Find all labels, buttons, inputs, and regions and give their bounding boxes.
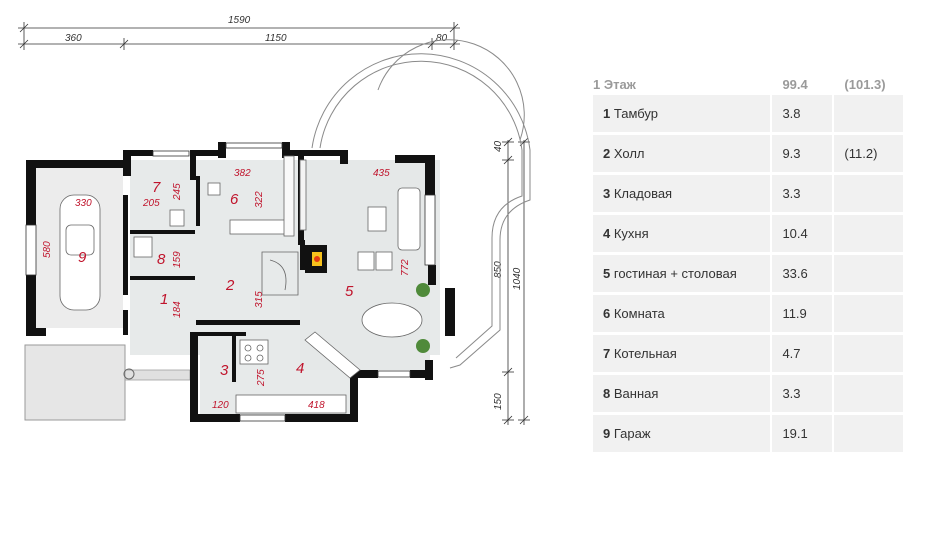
room-name: гостиная + столовая <box>613 266 737 281</box>
room-number: 6 <box>603 306 611 321</box>
dim-bath-height: 159 <box>172 251 183 268</box>
room-name: Котельная <box>613 346 677 361</box>
room-name: Тамбур <box>613 106 658 121</box>
terrace-outline <box>311 39 531 369</box>
floor-label: 1 Этаж <box>593 73 771 95</box>
dim-boiler-width: 205 <box>142 198 160 209</box>
table-row: 9 Гараж 19.1 <box>593 415 903 455</box>
room-area: 19.1 <box>770 415 833 455</box>
porch-lamp-icon <box>123 368 135 380</box>
room-number: 7 <box>603 346 611 361</box>
dim-right-1: 40 <box>493 140 504 152</box>
room-area: 4.7 <box>770 335 833 375</box>
dim-garage-height: 580 <box>42 241 53 258</box>
table-row: 1 Тамбур 3.8 <box>593 95 903 135</box>
room-area: 33.6 <box>770 255 833 295</box>
dim-right-4: 150 <box>493 393 504 410</box>
dim-living-width: 435 <box>373 168 390 179</box>
dim-room6-height: 322 <box>254 191 265 208</box>
windows <box>25 142 436 422</box>
table-row: 6 Комната 11.9 <box>593 295 903 335</box>
room-6-number: 6 <box>230 191 239 208</box>
dim-segment-1: 360 <box>65 33 82 44</box>
dim-right-2: 850 <box>493 261 504 278</box>
room-area: 11.9 <box>770 295 833 335</box>
room-number: 2 <box>603 146 611 161</box>
table-row: 3 Кладовая 3.3 <box>593 175 903 215</box>
room-1-number: 1 <box>160 291 168 308</box>
dim-living-height: 772 <box>400 259 411 276</box>
room-extra <box>832 415 903 455</box>
floor-total-extra: (101.3) <box>832 73 903 95</box>
room-9-number: 9 <box>78 249 87 266</box>
dim-vestibule-height: 184 <box>172 301 183 318</box>
table-row: 4 Кухня 10.4 <box>593 215 903 255</box>
table-row: 7 Котельная 4.7 <box>593 335 903 375</box>
room-4-number: 4 <box>296 360 304 377</box>
top-dimension-lines <box>18 22 460 50</box>
room-8-number: 8 <box>157 251 166 268</box>
room-area: 3.8 <box>770 95 833 135</box>
dim-hall-height: 315 <box>254 291 265 308</box>
dim-segment-3: 80 <box>436 33 448 44</box>
room-7-number: 7 <box>152 179 161 196</box>
room-number: 3 <box>603 186 611 201</box>
room-5-number: 5 <box>345 283 354 300</box>
room-number: 1 <box>603 106 611 121</box>
room-extra <box>832 375 903 415</box>
furniture <box>59 155 423 414</box>
table-row: 8 Ванная 3.3 <box>593 375 903 415</box>
room-number: 5 <box>603 266 611 281</box>
dim-overall-width: 1590 <box>228 15 251 26</box>
room-extra <box>832 95 903 135</box>
floor-plan: 1590 360 1150 80 40 850 1040 150 <box>18 15 531 425</box>
dim-boiler-height: 245 <box>172 183 183 201</box>
room-name: Гараж <box>613 426 651 441</box>
walls <box>26 142 455 422</box>
room-name: Кухня <box>613 226 649 241</box>
table-row: 5 гостиная + столовая 33.6 <box>593 255 903 295</box>
room-number: 8 <box>603 386 611 401</box>
room-extra <box>832 175 903 215</box>
room-extra: (11.2) <box>832 135 903 175</box>
room-area: 10.4 <box>770 215 833 255</box>
room-name: Кладовая <box>613 186 673 201</box>
room-extra <box>832 255 903 295</box>
room-name: Комната <box>613 306 665 321</box>
dim-segment-2: 1150 <box>265 33 287 44</box>
plant-icons <box>416 283 430 353</box>
room-3-number: 3 <box>220 362 229 379</box>
dim-garage-width: 330 <box>75 198 92 209</box>
room-extra <box>832 335 903 375</box>
porch-area <box>24 344 126 421</box>
dim-kitchen-width: 418 <box>308 400 325 411</box>
room-extra <box>832 215 903 255</box>
room-name: Холл <box>613 146 645 161</box>
dim-room6-width: 382 <box>234 168 251 179</box>
table-header-row: 1 Этаж 99.4 (101.3) <box>593 73 903 95</box>
dim-pantry-width: 120 <box>212 400 229 411</box>
room-area-table: 1 Этаж 99.4 (101.3) 1 Тамбур 3.8 2 Холл … <box>593 73 903 455</box>
room-name: Ванная <box>613 386 659 401</box>
table-row: 2 Холл 9.3 (11.2) <box>593 135 903 175</box>
dim-right-3: 1040 <box>512 267 523 290</box>
room-extra <box>832 295 903 335</box>
dim-pantry-height: 275 <box>256 369 267 387</box>
room-number: 9 <box>603 426 611 441</box>
room-area: 9.3 <box>770 135 833 175</box>
room-number: 4 <box>603 226 611 241</box>
right-dimension-lines <box>502 137 530 425</box>
room-area: 3.3 <box>770 375 833 415</box>
room-area: 3.3 <box>770 175 833 215</box>
floor-total-area: 99.4 <box>770 73 833 95</box>
room-2-number: 2 <box>225 277 235 294</box>
